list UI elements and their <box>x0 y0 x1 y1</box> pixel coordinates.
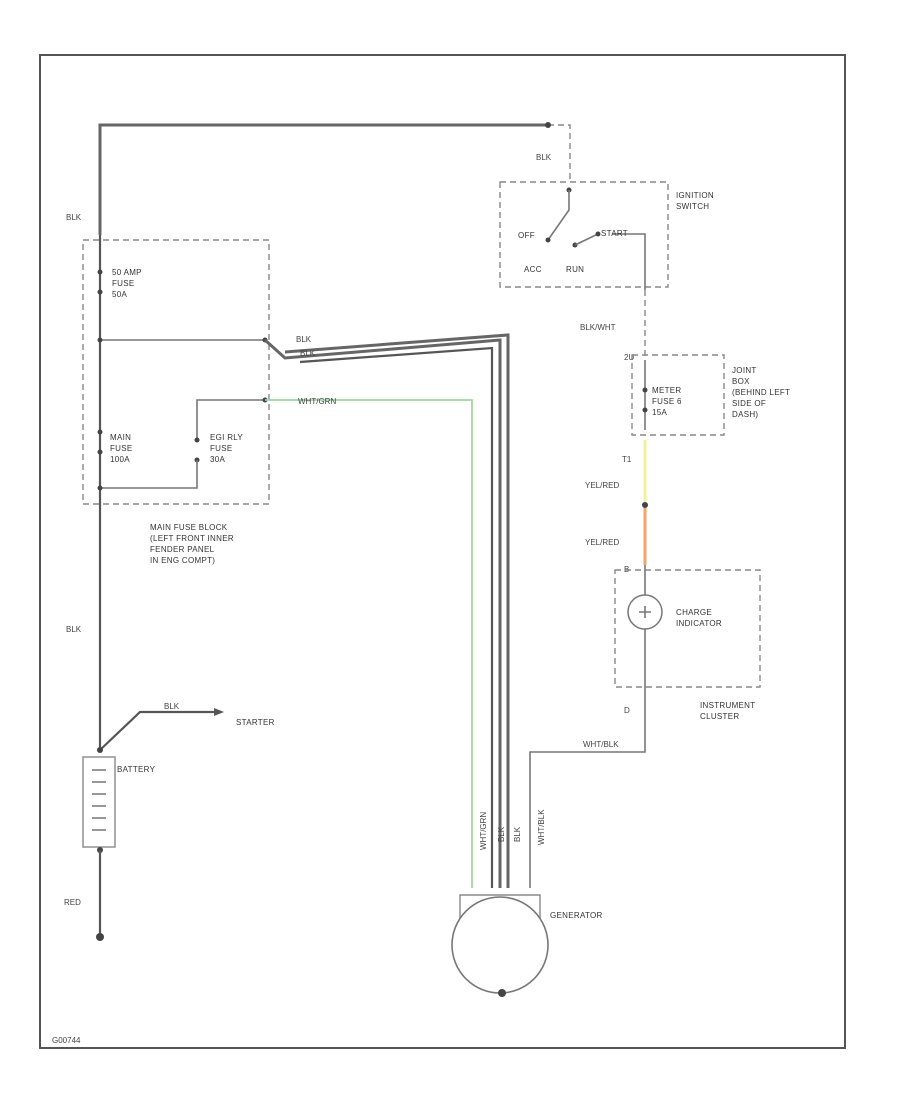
wire-label-blk-ign: BLK <box>536 153 552 162</box>
gen-label-blk1: BLK <box>497 826 506 842</box>
ignition-run-label: RUN <box>566 265 584 274</box>
main-fuse-block-wiring <box>97 235 268 505</box>
gen-label-wht-grn: WHT/GRN <box>479 812 488 850</box>
wire-label-starter: BLK <box>164 702 180 711</box>
figure-id: G00744 <box>52 1036 81 1045</box>
ignition-switch-box <box>499 181 669 288</box>
charge-indicator <box>627 565 663 690</box>
wire-label-blk-top: BLK <box>66 213 82 222</box>
wire-label-blk-right2: BLK <box>300 349 316 358</box>
pin-d: D <box>624 706 630 715</box>
gen-label-wht-blk: WHT/BLK <box>537 809 546 845</box>
wire-label-blk-right1: BLK <box>296 335 312 344</box>
wire-label-yel-red-2: YEL/RED <box>585 538 619 547</box>
wire-label-wht-blk: WHT/BLK <box>583 740 619 749</box>
diagram-frame <box>39 54 846 1049</box>
joint-box <box>631 354 725 436</box>
instrument-cluster-box <box>614 569 761 688</box>
wire-blk-top <box>98 122 571 235</box>
wire-label-yel-red-1: YEL/RED <box>585 481 619 490</box>
starter-label: STARTER <box>236 718 275 727</box>
ignition-acc-label: ACC <box>524 265 542 274</box>
pin-t1: T1 <box>622 455 632 464</box>
main-fuse-block <box>82 239 270 505</box>
battery-symbol <box>82 756 116 853</box>
ignition-start-label: START <box>601 229 628 238</box>
wire-label-blk-lower: BLK <box>66 625 82 634</box>
wire-label-blk-wht: BLK/WHT <box>580 323 616 332</box>
pin-2u: 2U <box>624 353 634 362</box>
wire-wht-blk <box>529 690 646 888</box>
wire-to-starter <box>97 708 224 753</box>
wire-label-wht-grn: WHT/GRN <box>298 397 336 406</box>
wire-label-red-ground: RED <box>64 898 81 907</box>
ignition-off-label: OFF <box>518 231 535 240</box>
ignition-switch-contacts <box>545 187 646 290</box>
meter-fuse <box>642 360 648 430</box>
generator-symbol <box>451 894 549 997</box>
generator-label: GENERATOR <box>550 911 603 920</box>
battery-label: BATTERY <box>117 765 156 774</box>
wire-wht-grn <box>265 399 473 888</box>
wire-blk-generator <box>263 333 510 888</box>
gen-label-blk2: BLK <box>513 826 522 842</box>
